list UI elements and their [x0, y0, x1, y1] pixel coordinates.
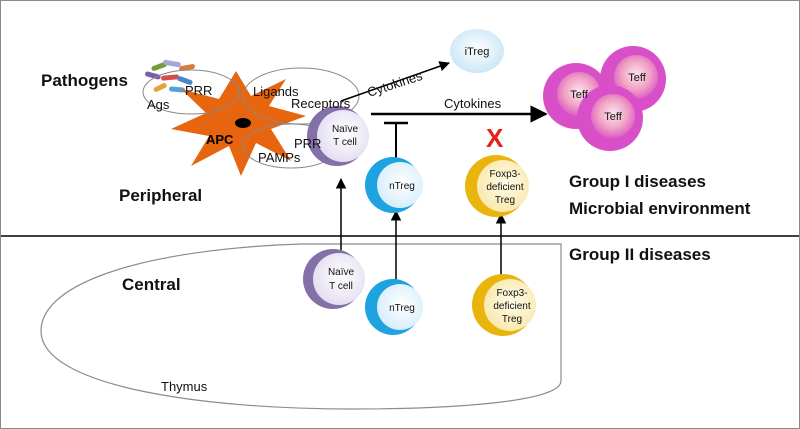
ntreg-central-label: nTreg [389, 303, 415, 314]
teff-label-3: Teff [604, 111, 622, 123]
naive-peripheral-label-1: Naïve [332, 124, 359, 135]
ntreg-peripheral-label: nTreg [389, 181, 415, 192]
teff-cluster [543, 46, 666, 151]
pamps-label: PAMPs [258, 150, 301, 165]
prr-top-label: PRR [185, 83, 212, 98]
pathogens-label: Pathogens [41, 71, 128, 90]
peripheral-label: Peripheral [119, 186, 202, 205]
foxp3-central-label-2: deficient [493, 301, 530, 312]
foxp3-peripheral-label-3: Treg [495, 195, 515, 206]
ligands-label: Ligands [253, 84, 299, 99]
itreg-cell [450, 29, 504, 73]
foxp3-central-label-1: Foxp3- [496, 288, 527, 299]
group1-diseases-label: Group I diseases [569, 172, 706, 191]
prr-bottom-label: PRR [294, 136, 321, 151]
apc-label: APC [206, 132, 234, 147]
naive-t-cell-peripheral [307, 106, 369, 166]
ntreg-cell-central [365, 279, 423, 335]
naive-peripheral-label-2: T cell [333, 137, 357, 148]
apc-nucleus [235, 118, 251, 128]
thymus-outline [40, 243, 562, 410]
naive-t-cell-central [303, 249, 365, 309]
itreg-label: iTreg [465, 46, 490, 58]
thymus-label: Thymus [161, 379, 208, 394]
foxp3-peripheral-label-1: Foxp3- [489, 169, 520, 180]
foxp3-treg-central [472, 274, 536, 336]
ntreg-cell-peripheral [365, 157, 423, 213]
foxp3-peripheral-label-2: deficient [486, 182, 523, 193]
foxp3-treg-peripheral [465, 155, 529, 217]
cytokines-up-label: Cytokines [365, 68, 424, 100]
naive-central-label-2: T cell [329, 281, 353, 292]
ags-label: Ags [147, 97, 170, 112]
cytokines-right-label: Cytokines [444, 96, 502, 111]
teff-label-1: Teff [570, 89, 588, 101]
foxp3-central-label-3: Treg [502, 314, 522, 325]
central-label: Central [122, 275, 181, 294]
ags-prr-ellipse [142, 69, 240, 115]
naive-central-label-1: Naïve [328, 267, 355, 278]
teff-label-2: Teff [628, 72, 646, 84]
pathogen-cluster [145, 59, 196, 93]
blocked-x-mark: X [486, 123, 504, 153]
microbial-environment-label: Microbial environment [569, 199, 751, 218]
receptors-label: Receptors [291, 96, 351, 111]
cytokines-to-itreg-arrow [340, 61, 450, 102]
group2-diseases-label: Group II diseases [569, 245, 711, 264]
